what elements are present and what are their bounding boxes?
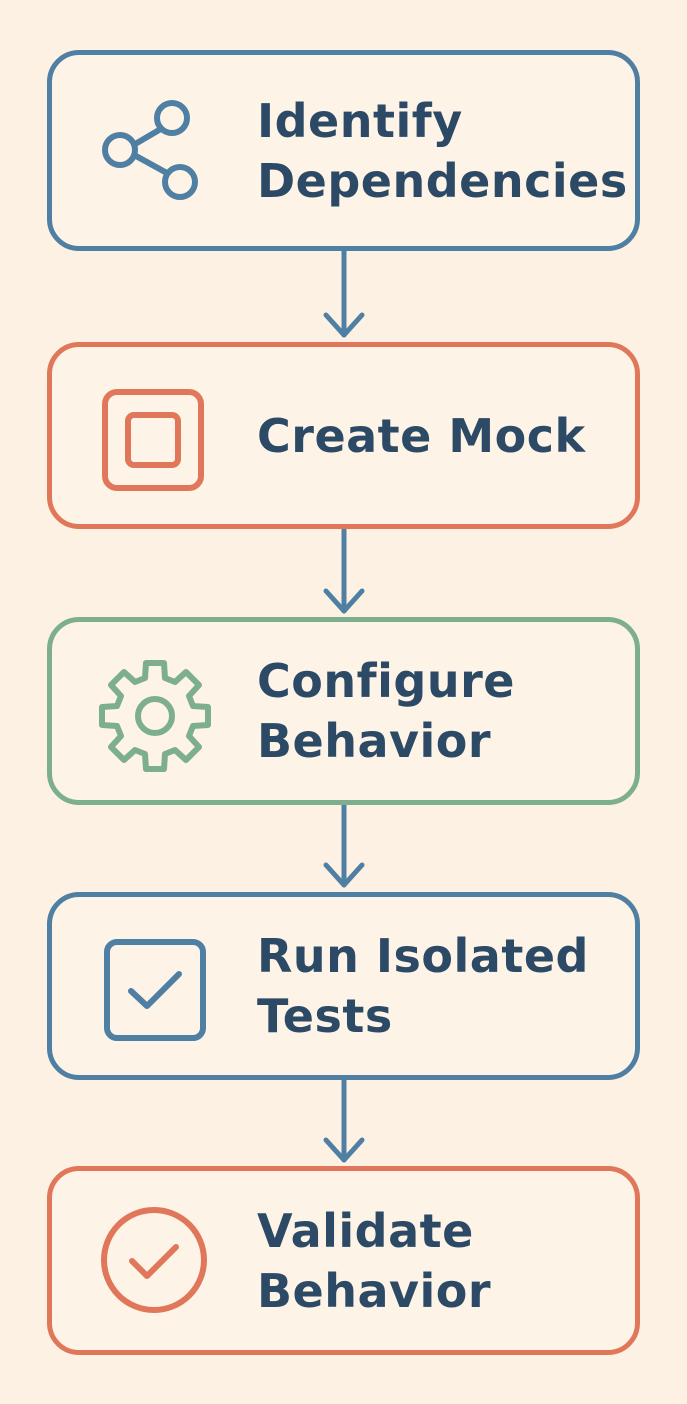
step-label: Create Mock — [257, 347, 615, 524]
flow-arrow — [314, 529, 374, 619]
step-label-line: Run Isolated — [257, 929, 589, 983]
checkbox-icon — [95, 927, 215, 1047]
step-label-line: Dependencies — [257, 153, 628, 208]
gear-icon — [95, 654, 215, 774]
check-circle-icon — [94, 1200, 214, 1320]
flow-arrow — [314, 1080, 374, 1168]
step-label: Validate Behavior — [257, 1171, 615, 1350]
step-label: Run Isolated Tests — [257, 897, 615, 1075]
share-nodes-icon — [96, 90, 216, 210]
square-in-square-icon — [95, 375, 215, 495]
step-label-line: Behavior — [257, 714, 492, 768]
step-label: Configure Behavior — [257, 622, 615, 800]
step-create-mock: Create Mock — [47, 342, 640, 529]
step-label-line: Identify — [257, 93, 463, 148]
step-label-line: Validate — [257, 1203, 474, 1258]
step-configure-behavior: Configure Behavior — [47, 617, 640, 805]
step-label-line: Behavior — [257, 1263, 492, 1318]
step-label-line: Create Mock — [257, 408, 586, 463]
step-run-isolated-tests: Run Isolated Tests — [47, 892, 640, 1080]
step-identify-dependencies: Identify Dependencies — [47, 50, 640, 251]
step-label: Identify Dependencies — [257, 55, 628, 246]
step-validate-behavior: Validate Behavior — [47, 1166, 640, 1355]
step-label-line: Tests — [257, 989, 393, 1043]
flow-arrow — [314, 805, 374, 893]
step-label-line: Configure — [257, 654, 515, 708]
flow-arrow — [314, 251, 374, 343]
